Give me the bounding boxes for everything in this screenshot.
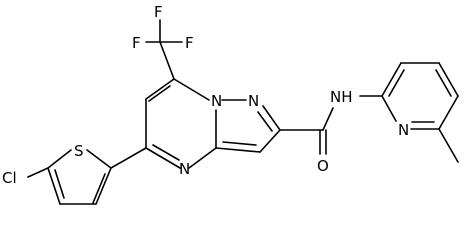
atom-n-bridge: N	[211, 92, 222, 110]
atom-n-pyrazole: N	[248, 92, 259, 110]
bond-th-c2-c3-inner	[92, 173, 106, 204]
bond-c7-cf3	[159, 41, 175, 80]
bond-c2-c3	[259, 129, 281, 153]
bond-py-c4-c5	[438, 62, 459, 97]
bond-py-c4-c5-inner	[435, 69, 452, 97]
bond-py-n-c2	[381, 95, 397, 122]
bonds	[27, 19, 459, 205]
bond-th-c4-c5	[47, 167, 61, 205]
bond-c3-c3a-inner	[222, 141, 257, 146]
bond-c5-thienyl	[110, 147, 147, 169]
bond-py-c5-c6	[438, 95, 459, 130]
bond-th-c4-c5-inner	[54, 169, 65, 199]
bond-c7-c6-inner	[148, 85, 171, 102]
molecule-drawing: F F F N N N Cl S NH O N	[2, 3, 459, 205]
atom-f-top: F	[154, 3, 163, 21]
bond-th-s-c2	[86, 149, 112, 169]
atom-o: O	[317, 157, 329, 175]
bond-py-methyl	[438, 128, 459, 163]
structure-canvas: F F F N N N Cl S NH O N	[2, 3, 459, 205]
bond-n4-c3a	[188, 147, 217, 169]
bond-c-nh	[322, 107, 334, 131]
atom-f-right: F	[185, 34, 194, 52]
bond-th-c5-cl	[27, 167, 49, 178]
bond-n1-c2-inner	[257, 111, 273, 132]
atom-nh: NH	[330, 88, 353, 106]
atom-n-pyrimidine: N	[179, 160, 190, 178]
atom-labels: F F F N N N Cl S NH O N	[2, 3, 409, 187]
bond-py-c2-c3	[381, 62, 402, 97]
atom-f-left: F	[132, 34, 141, 52]
bond-c5-n4-inner	[152, 144, 180, 161]
bond-th-c5-s	[47, 149, 72, 169]
bond-py-c2-c3-inner	[388, 69, 405, 97]
bond-n1-c2	[262, 105, 281, 131]
atom-cl: Cl	[2, 169, 17, 187]
atom-s: S	[74, 142, 84, 160]
bond-c7-c6	[145, 78, 175, 100]
bond-c5-n4	[145, 147, 181, 169]
bond-c3-c3a	[215, 147, 261, 153]
bond-th-c2-c3	[95, 167, 112, 205]
bond-n7a-c7	[173, 78, 210, 101]
atom-n-pyridine: N	[398, 121, 409, 139]
